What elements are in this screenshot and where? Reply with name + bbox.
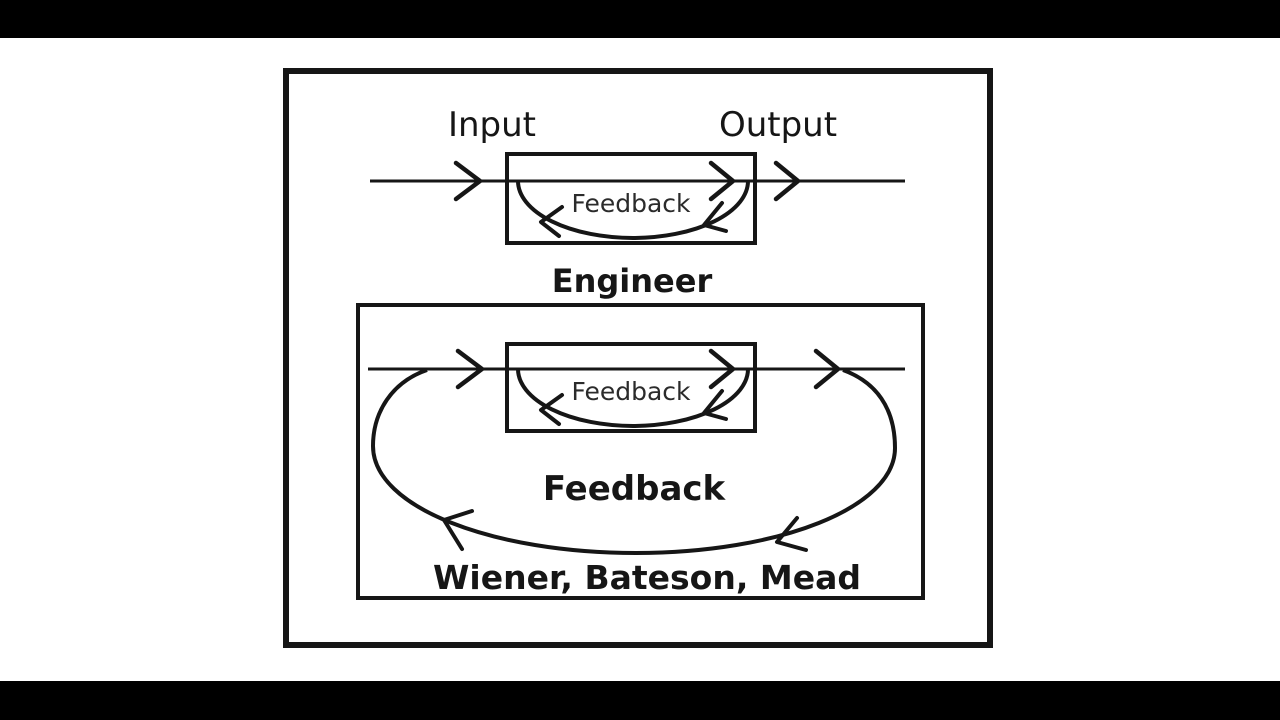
engineer-feedback-loop (516, 180, 750, 240)
arrow-down-left-icon (702, 201, 728, 233)
letterbox-bar-top (0, 0, 1280, 38)
arrow-right-icon (708, 348, 736, 390)
arrow-up-left-icon (442, 509, 474, 551)
arrow-right-icon (453, 160, 483, 202)
letterbox-bar-bottom (0, 681, 1280, 720)
arrow-down-left-icon (702, 389, 728, 421)
arrow-left-icon (539, 393, 564, 426)
wiener-system-box (505, 342, 757, 433)
outer-frame-box (283, 68, 993, 648)
arrow-down-left-icon (775, 516, 808, 552)
wiener-caption: Wiener, Bateson, Mead (433, 558, 861, 597)
wiener-outer-box (356, 303, 925, 600)
output-label: Output (719, 105, 837, 145)
arrow-right-icon (773, 160, 801, 202)
engineer-caption: Engineer (552, 262, 713, 300)
arrow-left-icon (539, 205, 564, 238)
arrow-right-icon (455, 348, 485, 390)
input-label: Input (448, 105, 536, 145)
wiener-loop-caption: Feedback (543, 469, 727, 509)
arrow-right-icon (813, 348, 841, 390)
wiener-inner-feedback-loop (516, 368, 750, 428)
engineer-system-box (505, 152, 757, 245)
wiener-inner-feedback-label: Feedback (571, 377, 691, 406)
arrow-right-icon (708, 160, 736, 202)
engineer-feedback-label: Feedback (571, 189, 691, 218)
wiener-big-feedback-loop (370, 368, 898, 556)
